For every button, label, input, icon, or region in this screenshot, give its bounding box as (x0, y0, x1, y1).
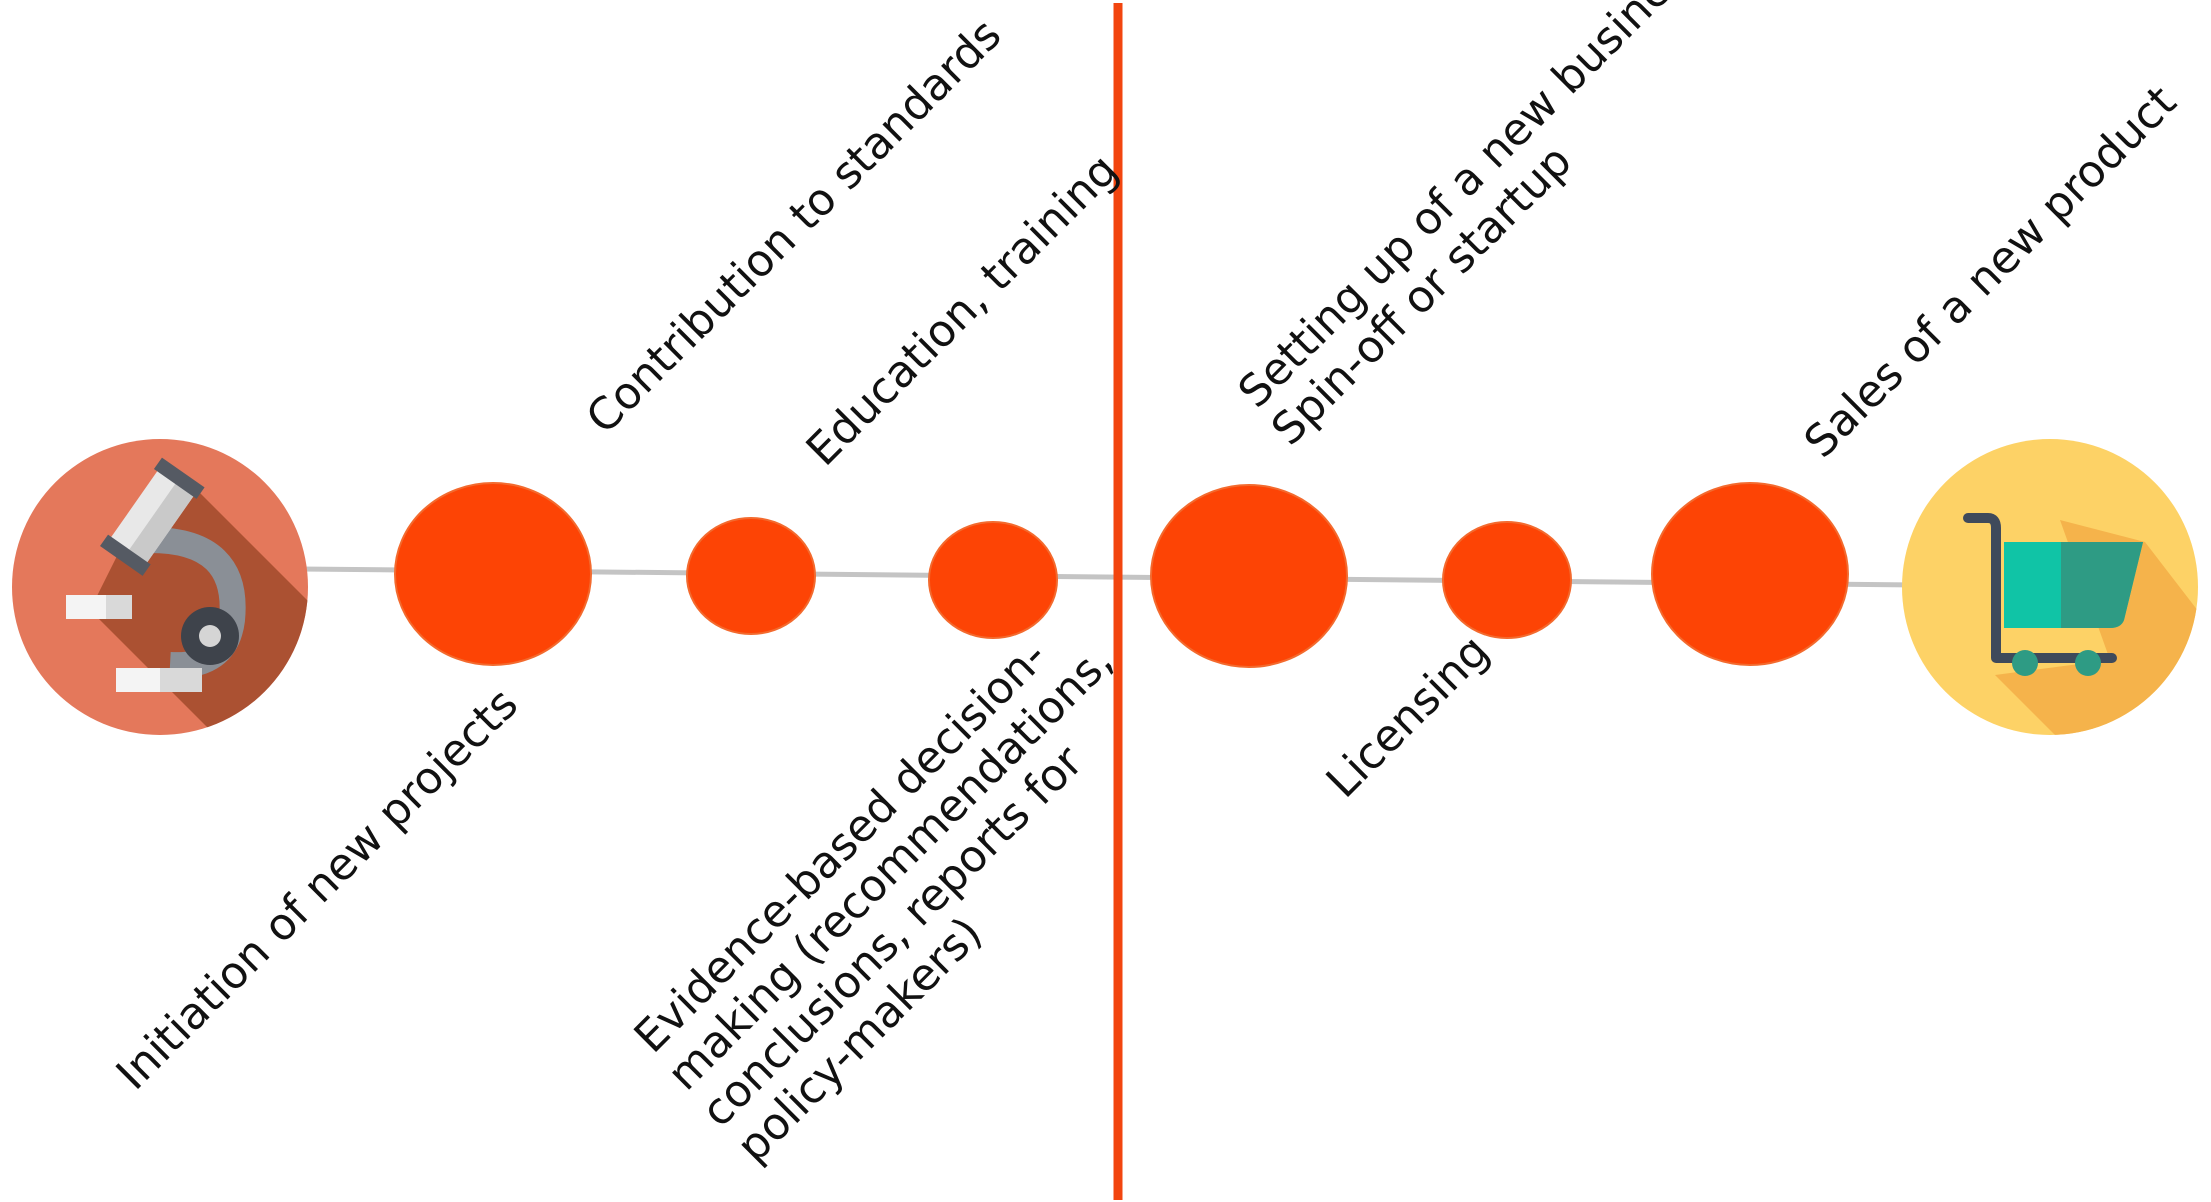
label-evidence: Evidence-based decision- making (recomme… (625, 631, 1123, 1173)
node-sales (1651, 482, 1849, 666)
label-standards: Contribution to standards (577, 9, 1011, 443)
label-initiation: Initiation of new projects (107, 679, 528, 1100)
microscope-icon (12, 439, 308, 735)
label-licensing: Licensing (1317, 625, 1499, 807)
label-business-line-2: Spin-off or startup (1262, 136, 1582, 456)
label-business: Setting up of a new business Spin-off or… (1229, 0, 1714, 456)
node-education (686, 517, 816, 635)
shopping-cart-icon (1902, 439, 2198, 735)
node-business-spinoff (1150, 484, 1348, 668)
node-licensing (1442, 521, 1572, 639)
node-contribution-standards (394, 482, 592, 666)
node-evidence-based (928, 521, 1058, 639)
label-sales: Sales of a new product (1795, 76, 2186, 467)
